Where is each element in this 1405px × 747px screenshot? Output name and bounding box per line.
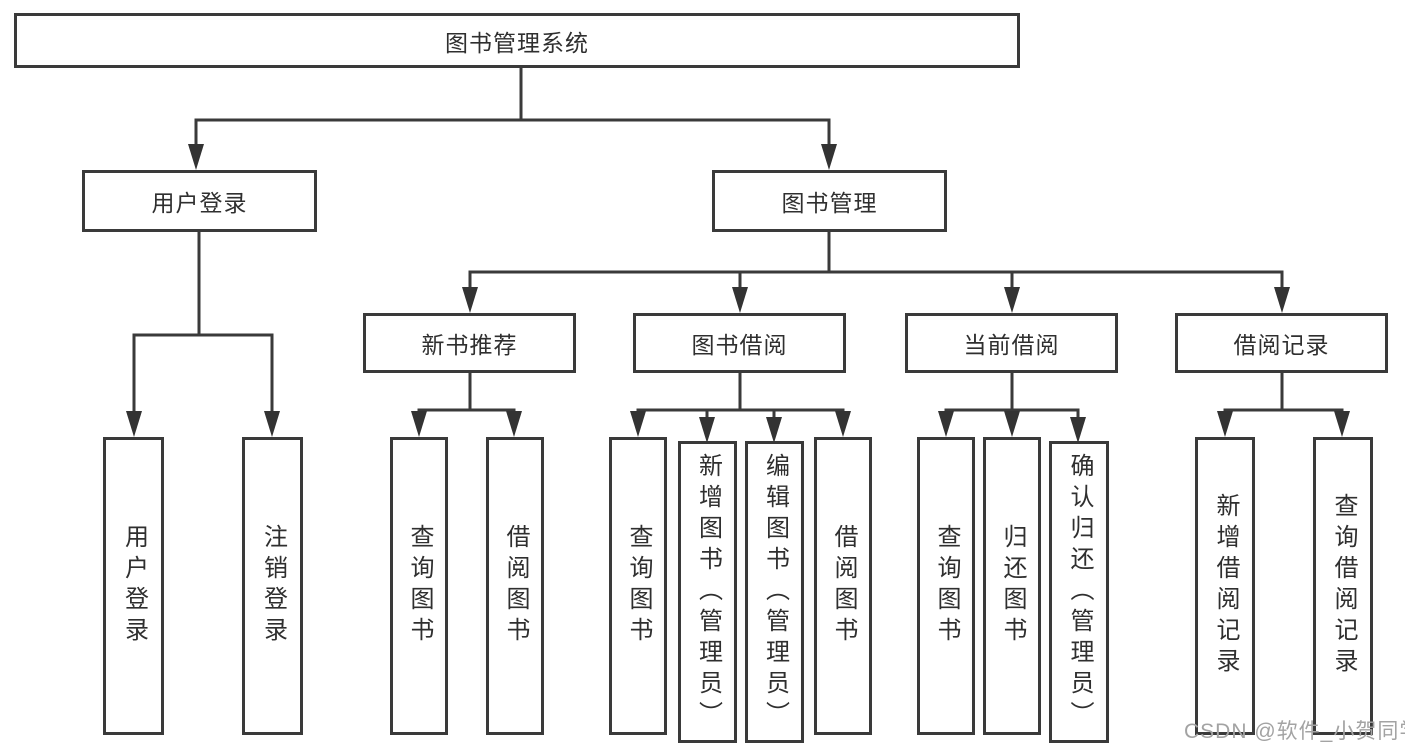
leaf-recommend-borrow-books: 借阅图书 [486,437,544,735]
leaf-user-login-label: 用户登录 [120,524,148,648]
csdn-watermark: CSDN @软件_小贺同学 [1184,720,1405,743]
node-user-login-label: 用户登录 [151,190,248,216]
leaf-records-add-record-label: 新增借阅记录 [1212,493,1239,679]
leaf-borrow-add-books-admin-label: 新增图书（管理员） [694,452,722,732]
leaf-current-return-books: 归还图书 [983,437,1041,735]
leaf-current-query-books-label: 查询图书 [933,524,960,648]
node-current-borrow-label: 当前借阅 [963,332,1060,358]
node-current-borrow: 当前借阅 [905,313,1118,373]
node-book-management-label: 图书管理 [781,190,878,216]
leaf-borrow-edit-books-admin: 编辑图书（管理员） [745,441,804,743]
node-user-login: 用户登录 [82,170,317,232]
leaf-borrow-query-books: 查询图书 [609,437,667,735]
node-root-system-label: 图书管理系统 [445,29,589,56]
leaf-logout-label: 注销登录 [259,524,287,648]
leaf-current-confirm-return-admin: 确认归还（管理员） [1049,441,1109,743]
leaf-current-confirm-return-admin-label: 确认归还（管理员） [1066,452,1093,732]
leaf-current-query-books: 查询图书 [917,437,975,735]
leaf-user-login: 用户登录 [103,437,164,735]
leaf-records-add-record: 新增借阅记录 [1195,437,1255,735]
node-new-book-recommend-label: 新书推荐 [421,332,518,358]
node-borrow-records: 借阅记录 [1175,313,1388,373]
node-book-management: 图书管理 [712,170,947,232]
connector-current-borrow-leaves [938,373,1086,443]
leaf-borrow-borrow-books-label: 借阅图书 [830,524,857,648]
leaf-borrow-borrow-books: 借阅图书 [814,437,872,735]
leaf-borrow-edit-books-admin-label: 编辑图书（管理员） [761,452,789,732]
connector-book-management-modules [462,232,1290,313]
leaf-records-query-record: 查询借阅记录 [1313,437,1373,735]
leaf-recommend-query-books: 查询图书 [390,437,448,735]
node-new-book-recommend: 新书推荐 [363,313,576,373]
leaf-recommend-borrow-books-label: 借阅图书 [502,524,529,648]
leaf-current-return-books-label: 归还图书 [999,524,1026,648]
leaf-logout: 注销登录 [242,437,303,735]
connector-borrow-records-leaves [1217,373,1350,437]
leaf-borrow-add-books-admin: 新增图书（管理员） [678,441,737,743]
connector-root-branches [188,68,837,170]
leaf-borrow-query-books-label: 查询图书 [625,524,652,648]
node-book-borrow: 图书借阅 [633,313,846,373]
node-borrow-records-label: 借阅记录 [1233,332,1330,358]
connector-user-login-leaves [126,232,280,437]
leaf-recommend-query-books-label: 查询图书 [406,524,433,648]
connector-new-book-recommend-leaves [411,373,522,437]
connector-book-borrow-leaves [630,373,851,443]
node-book-borrow-label: 图书借阅 [691,332,788,358]
leaf-records-query-record-label: 查询借阅记录 [1330,493,1357,679]
node-root-system: 图书管理系统 [14,13,1020,68]
